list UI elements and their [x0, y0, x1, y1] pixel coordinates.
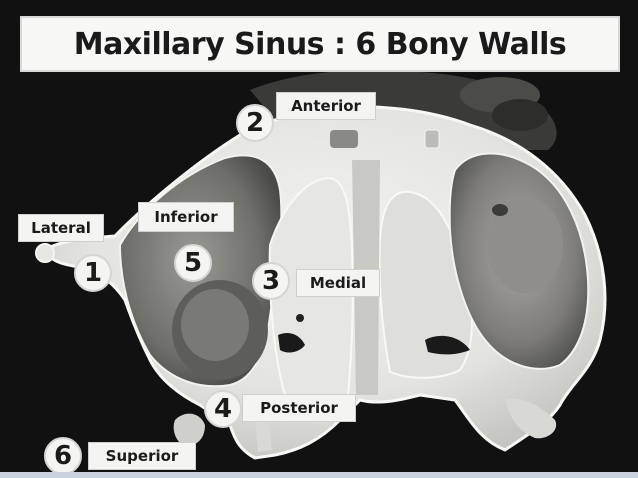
number-badge-1: 1 [74, 254, 112, 292]
title-banner: Maxillary Sinus : 6 Bony Walls [20, 16, 620, 72]
number-badge-2: 2 [236, 104, 274, 142]
number-badge-5: 5 [174, 244, 212, 282]
label-medial: Medial [296, 269, 380, 297]
number-badge-6: 6 [44, 437, 82, 475]
label-posterior: Posterior [242, 394, 356, 422]
number-badge-3: 3 [252, 262, 290, 300]
label-anterior: Anterior [276, 92, 376, 120]
label-lateral: Lateral [18, 214, 104, 242]
bottom-strip [0, 472, 638, 478]
label-superior: Superior [88, 442, 196, 470]
label-inferior: Inferior [138, 202, 234, 232]
page-title: Maxillary Sinus : 6 Bony Walls [73, 26, 567, 62]
number-badge-4: 4 [204, 390, 242, 428]
